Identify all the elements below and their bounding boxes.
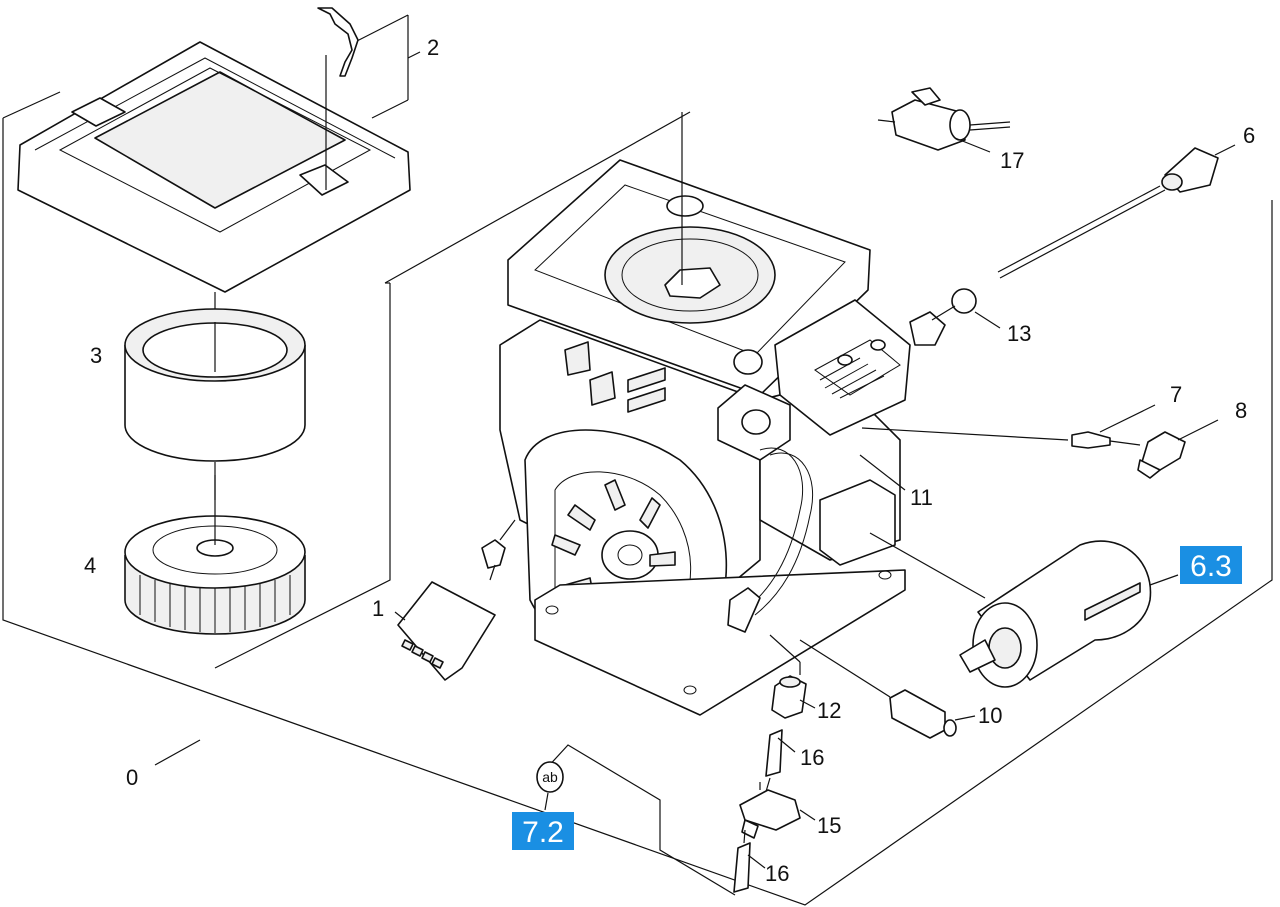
callout-1: 1: [372, 596, 384, 621]
callout-11: 11: [910, 485, 933, 510]
callout-12: 12: [817, 698, 841, 723]
adhesive-symbol-label: ab: [542, 769, 558, 785]
o-ring[interactable]: [931, 288, 1001, 329]
clip-part[interactable]: [317, 7, 359, 190]
sensor[interactable]: [1071, 404, 1156, 449]
adhesive-symbol-icon: ab: [536, 761, 564, 811]
hose-lower[interactable]: [733, 829, 766, 893]
callout-0: 0: [126, 765, 138, 790]
callout-8: 8: [1235, 398, 1247, 423]
callout-10: 10: [978, 703, 1002, 728]
reference-7-2-label: 7.2: [522, 816, 564, 849]
callout-15: 15: [817, 813, 841, 838]
callout-3: 3: [90, 343, 102, 368]
air-filter-element[interactable]: [124, 475, 306, 635]
pressure-switch[interactable]: [889, 689, 976, 739]
assembly-outline: [2, 14, 1273, 906]
dipstick[interactable]: [997, 144, 1236, 279]
reference-6-3-label: 6.3: [1190, 550, 1232, 583]
callout-labels: 0 1 2 3 4 6 7 8 10 11 12 13 15 16 16 17: [84, 35, 1255, 886]
callout-17: 17: [1000, 148, 1024, 173]
starter-motor[interactable]: [959, 540, 1179, 688]
callout-16-lower: 16: [765, 861, 789, 886]
oil-filter[interactable]: [394, 581, 496, 681]
engine-block[interactable]: [499, 112, 1069, 716]
drain-fitting[interactable]: [481, 519, 516, 581]
callout-2: 2: [427, 35, 439, 60]
connector[interactable]: [1137, 419, 1219, 479]
hose-upper[interactable]: [764, 729, 796, 796]
air-filter-cover[interactable]: [17, 41, 411, 320]
reference-box-7-2[interactable]: 7.2: [512, 812, 574, 850]
fitting-12[interactable]: [771, 675, 816, 719]
subassembly-bracket: [154, 739, 736, 896]
valve-15[interactable]: [739, 782, 816, 839]
fuel-solenoid[interactable]: [877, 87, 1011, 153]
callout-7: 7: [1170, 382, 1182, 407]
pre-filter-ring[interactable]: [124, 308, 306, 500]
reference-box-6-3[interactable]: 6.3: [1180, 546, 1242, 584]
callout-6: 6: [1243, 123, 1255, 148]
callout-4: 4: [84, 553, 96, 578]
callout-13: 13: [1007, 321, 1031, 346]
callout-16-upper: 16: [800, 745, 824, 770]
